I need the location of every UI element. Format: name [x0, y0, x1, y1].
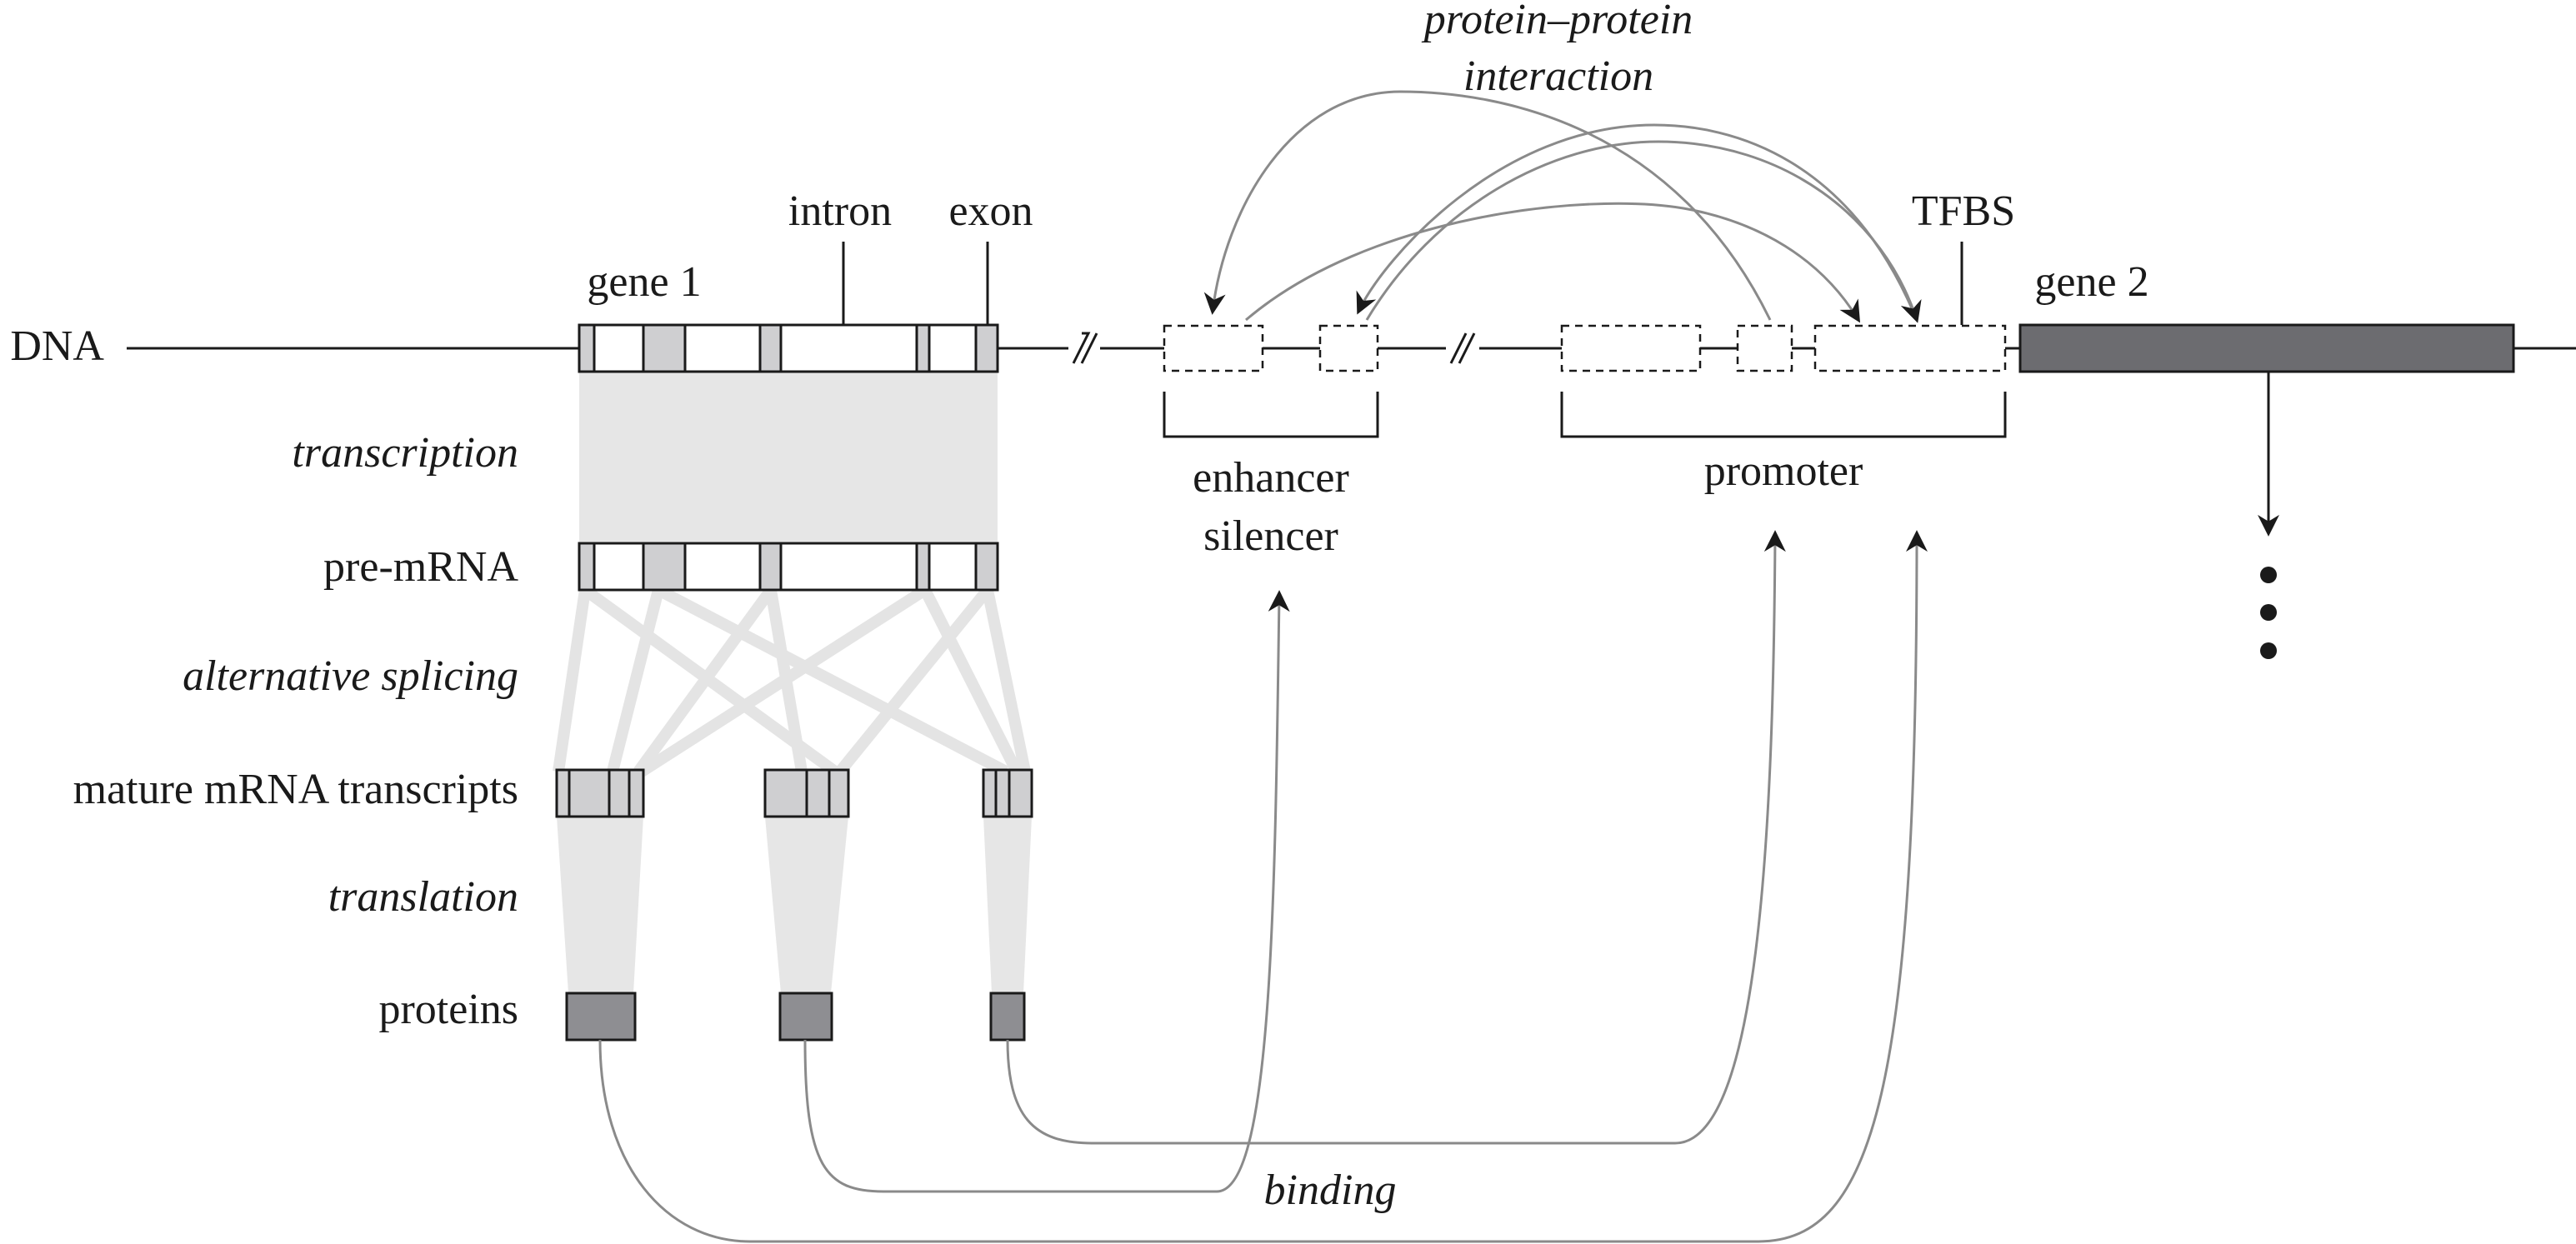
proteins-label: proteins — [378, 986, 518, 1033]
promoter-label: promoter — [1704, 447, 1863, 495]
protein-2 — [778, 992, 833, 1042]
enhancer-label: enhancer — [1193, 454, 1349, 502]
dna-label: DNA — [10, 322, 104, 370]
splicing-paths — [553, 584, 1031, 777]
binding-label: binding — [1264, 1167, 1397, 1214]
pre-mrna-box — [578, 542, 999, 592]
promoter-tfbs-sites — [1560, 242, 2007, 438]
gene1-label: gene 1 — [587, 258, 701, 306]
gene1-box — [578, 242, 999, 373]
mature-mrna-transcript-1 — [555, 768, 645, 818]
mature-mrna-label: mature mRNA transcripts — [73, 766, 518, 813]
gene2-box — [2018, 323, 2515, 537]
protein-3 — [989, 992, 1026, 1042]
pre-mrna-label: pre-mRNA — [323, 543, 518, 591]
protein-protein-interaction-curves — [1203, 90, 1922, 323]
proteins — [565, 992, 1026, 1042]
intron-label: intron — [788, 187, 892, 235]
exon-label: exon — [948, 187, 1033, 235]
alternative-splicing-label: alternative splicing — [183, 652, 518, 700]
mature-mrna-transcript-2 — [763, 768, 850, 818]
binding-curves — [598, 530, 1928, 1243]
mature-mrna-transcript-3 — [982, 768, 1033, 818]
dna-break-1-icon — [1072, 332, 1098, 364]
silencer-label: silencer — [1203, 512, 1338, 560]
tfbs-label: TFBS — [1912, 187, 2015, 235]
translation-label: translation — [328, 873, 518, 921]
gene2-label: gene 2 — [2034, 258, 2148, 306]
transcription-shade — [579, 372, 998, 542]
ppi-label-line2: interaction — [1463, 52, 1653, 100]
protein-1 — [565, 992, 637, 1042]
enhancer-silencer-sites — [1163, 324, 1379, 438]
transcription-label: transcription — [292, 429, 518, 477]
translation-shades — [557, 817, 1032, 993]
ellipsis-dots-icon — [2260, 567, 2277, 659]
ppi-label-line1: protein–protein — [1421, 0, 1693, 43]
dna-break-2-icon — [1449, 332, 1476, 364]
